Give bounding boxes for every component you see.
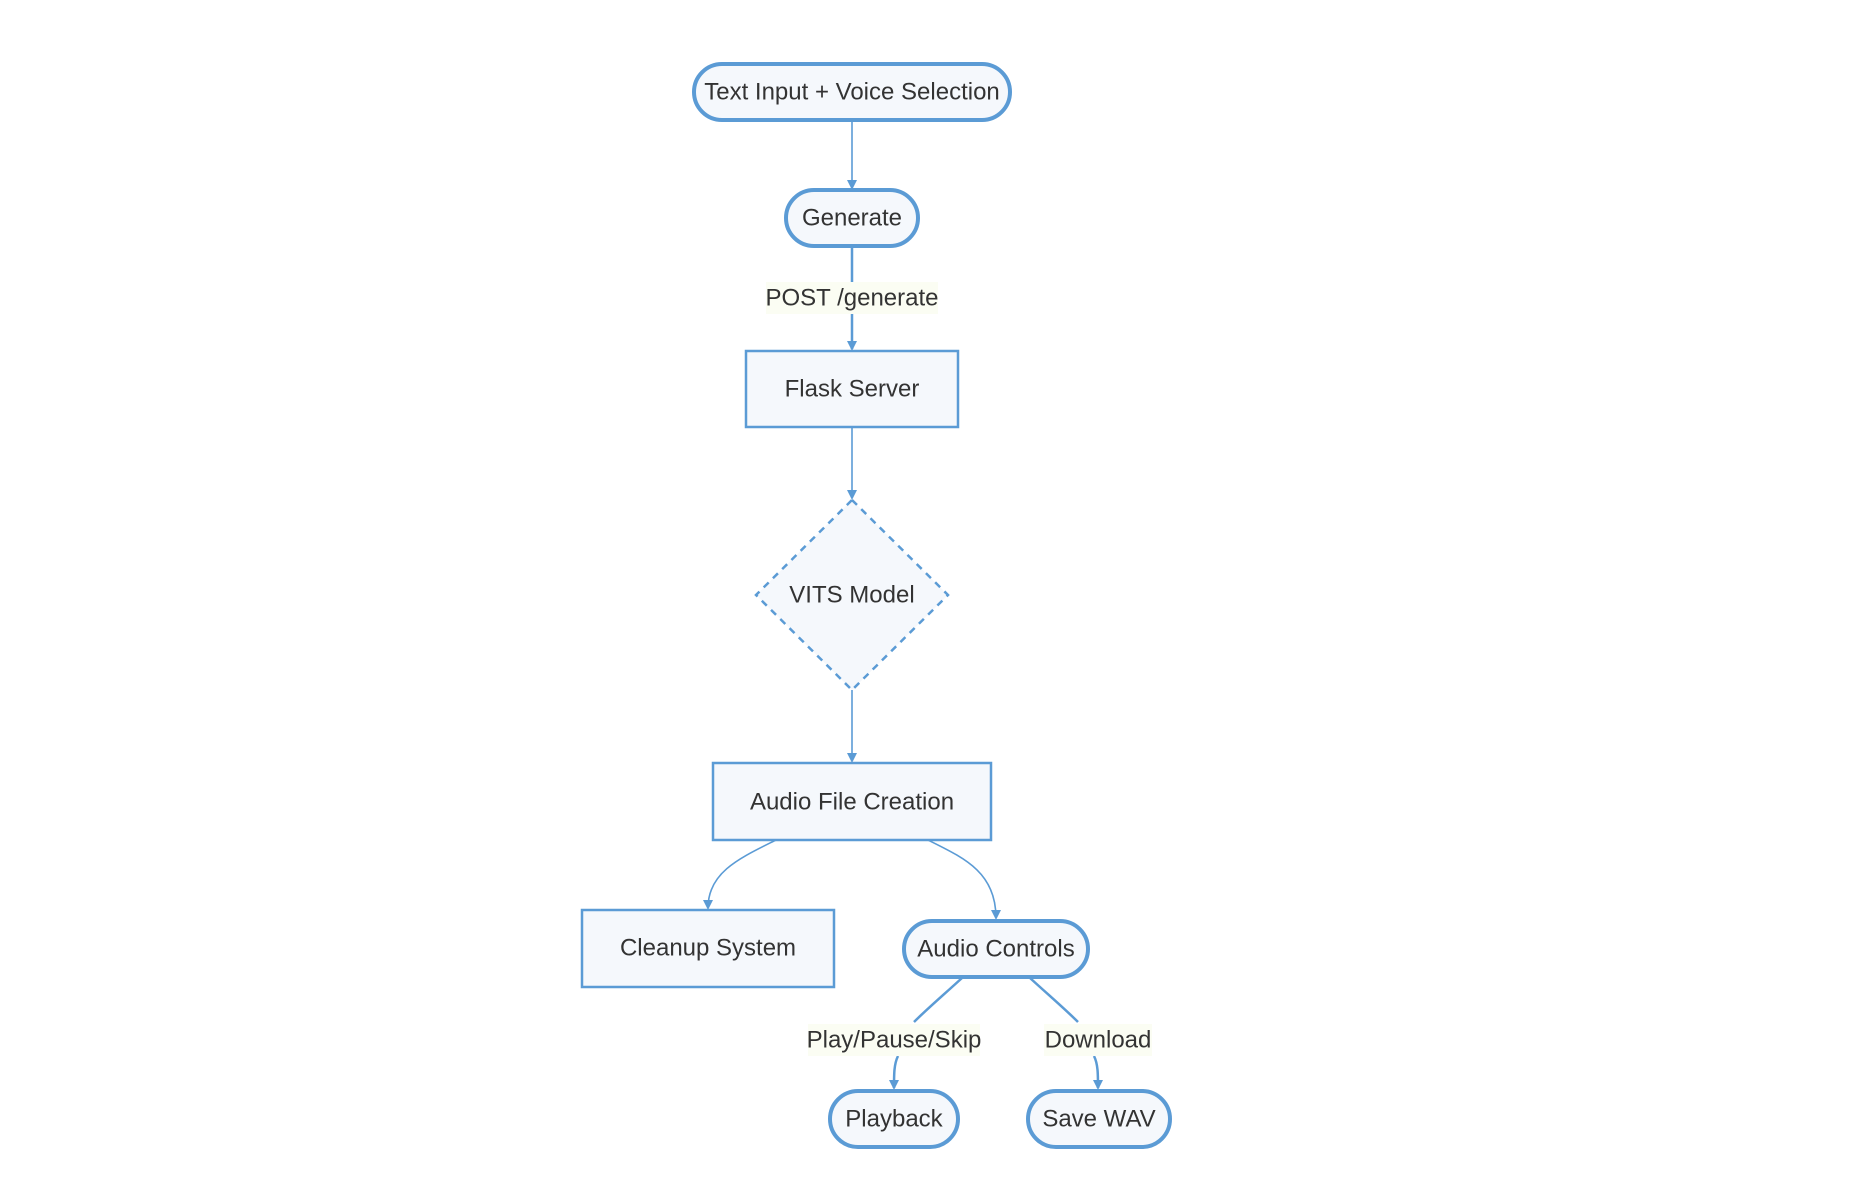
- edge-label-download-text: Download: [1045, 1027, 1152, 1054]
- edge-audio-file-creation-to-audio-controls: [927, 839, 1001, 920]
- node-audio-file-creation-label: Audio File Creation: [750, 789, 954, 816]
- node-audio-file-creation[interactable]: Audio File Creation: [711, 761, 993, 842]
- node-text-input-label: Text Input + Voice Selection: [704, 79, 1000, 106]
- node-cleanup-system[interactable]: Cleanup System: [580, 908, 836, 989]
- edge-label-post-generate-text: POST /generate: [766, 285, 939, 312]
- edge-label-download: Download: [1044, 1024, 1152, 1056]
- node-playback-label: Playback: [845, 1106, 943, 1133]
- node-vits-model-label: VITS Model: [789, 582, 914, 609]
- node-flask-server[interactable]: Flask Server: [744, 349, 960, 429]
- node-playback[interactable]: Playback: [828, 1089, 960, 1149]
- edge-audio-controls-to-save-wav: [1029, 977, 1098, 1088]
- node-vits-model[interactable]: VITS Model: [754, 498, 950, 692]
- node-flask-server-label: Flask Server: [785, 376, 920, 403]
- edge-audio-file-creation-to-cleanup-system: [703, 839, 777, 910]
- node-cleanup-system-label: Cleanup System: [620, 935, 796, 962]
- edge-label-play-pause-skip: Play/Pause/Skip: [807, 1024, 982, 1056]
- edge-label-play-pause-skip-text: Play/Pause/Skip: [807, 1027, 982, 1054]
- node-save-wav[interactable]: Save WAV: [1026, 1089, 1172, 1149]
- node-generate-label: Generate: [802, 205, 902, 232]
- node-generate[interactable]: Generate: [784, 188, 920, 248]
- node-text-input[interactable]: Text Input + Voice Selection: [692, 62, 1012, 122]
- edge-label-post-generate: POST /generate: [766, 282, 939, 314]
- edge-audio-controls-to-playback: [894, 977, 963, 1088]
- edges: [703, 122, 1098, 1088]
- node-save-wav-label: Save WAV: [1042, 1106, 1155, 1133]
- node-audio-controls[interactable]: Audio Controls: [902, 919, 1090, 979]
- node-audio-controls-label: Audio Controls: [917, 936, 1074, 963]
